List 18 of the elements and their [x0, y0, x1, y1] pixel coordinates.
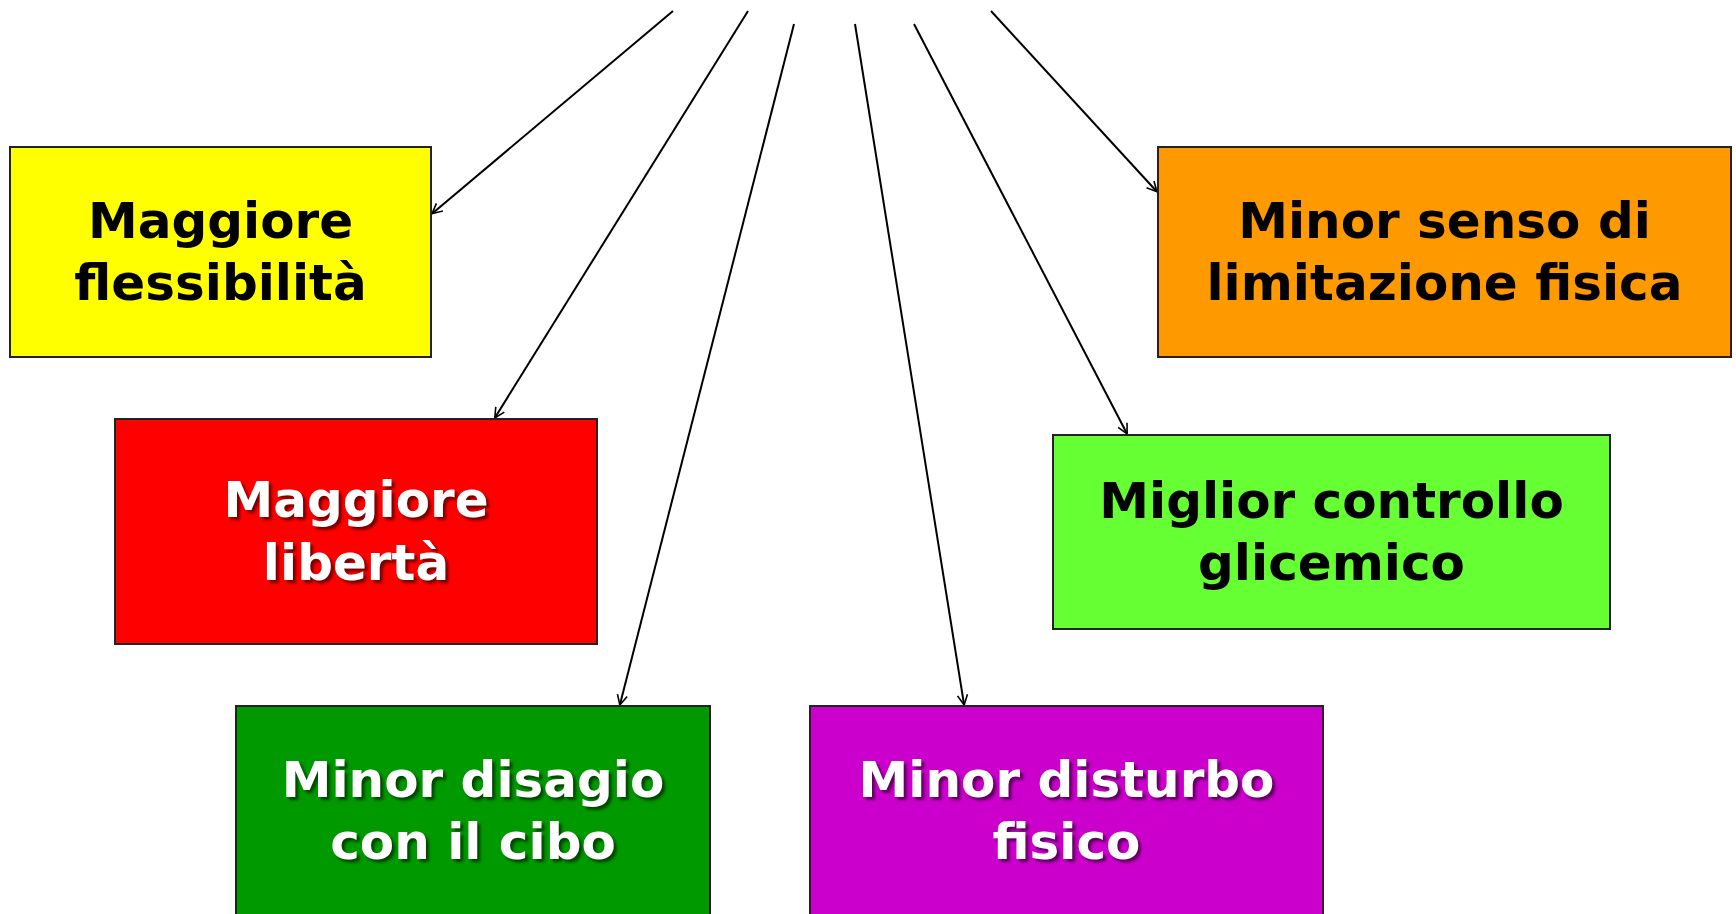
box-label: Minor senso di limitazione fisica: [1205, 190, 1684, 314]
concept-box: [809, 705, 1324, 914]
arrow: [854, 23, 969, 706]
arrow: [431, 10, 674, 215]
concept-box: [235, 705, 711, 914]
concept-box: [1052, 434, 1611, 630]
arrow: [913, 23, 1129, 435]
box-label: Maggiore flessibilità: [73, 190, 368, 314]
concept-box: [114, 418, 598, 645]
box-label: Maggiore libertà: [222, 470, 490, 594]
arrow: [493, 10, 749, 419]
concept-box: [1157, 146, 1732, 358]
box-label: Miglior controllo glicemico: [1098, 470, 1565, 594]
concept-box: [9, 146, 432, 358]
arrow: [990, 10, 1158, 193]
arrow: [616, 23, 795, 706]
box-label: Minor disturbo fisico: [857, 749, 1276, 873]
box-label: Minor disagio con il cibo: [280, 749, 666, 873]
